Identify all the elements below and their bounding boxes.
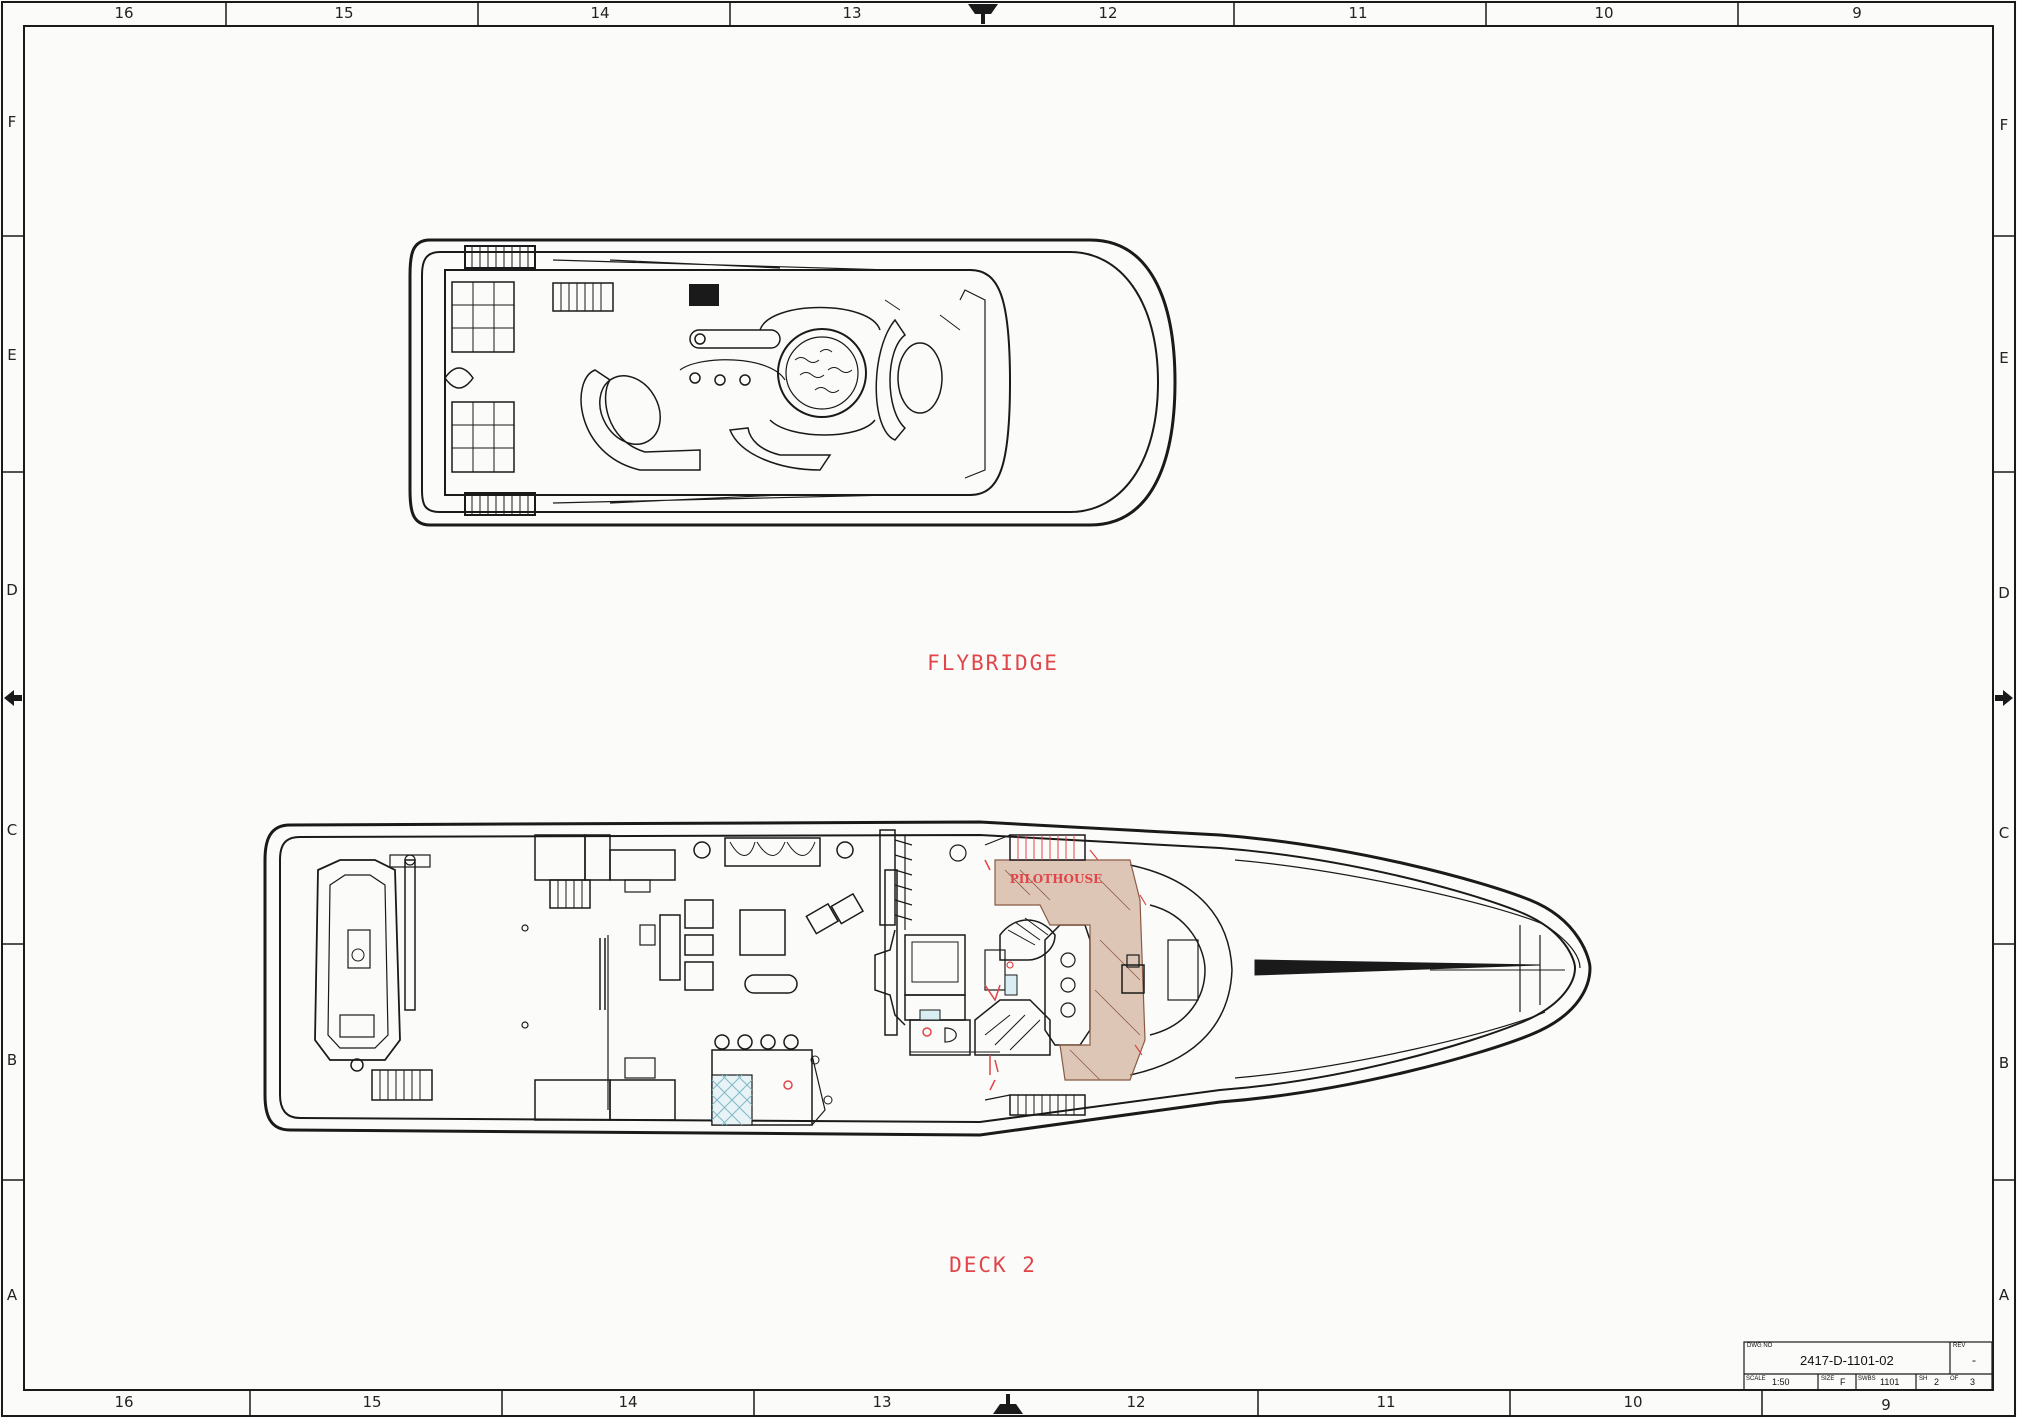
deck2-plan: [263, 820, 1592, 1137]
zone-top-9: 9: [1852, 4, 1862, 22]
zone-bottom-11: 11: [1376, 1393, 1396, 1411]
zone-left-A: A: [6, 1286, 18, 1304]
scale-value: 1:50: [1772, 1377, 1790, 1387]
zone-bottom-14: 14: [618, 1393, 638, 1411]
zone-top-15: 15: [334, 4, 354, 22]
drawing-number: 2417-D-1101-02: [1800, 1353, 1894, 1368]
zone-right-F: F: [1999, 116, 2009, 134]
dwg-no-caption: DWG NO: [1747, 1343, 1773, 1349]
flybridge-jacuzzi: [777, 328, 867, 418]
zone-bottom-12: 12: [1126, 1393, 1146, 1411]
scale-caption: SCALE: [1746, 1376, 1766, 1382]
zone-top-10: 10: [1594, 4, 1614, 22]
zone-right-C: C: [1998, 824, 2010, 842]
zone-left-E: E: [7, 346, 17, 364]
zone-bottom-9: 9: [1881, 1396, 1891, 1414]
zone-bottom-15: 15: [362, 1393, 382, 1411]
zone-right-A: A: [1998, 1286, 2010, 1304]
zone-top-11: 11: [1348, 4, 1368, 22]
zone-top-14: 14: [590, 4, 610, 22]
sheet-total: 3: [1970, 1377, 1976, 1387]
size-value: F: [1840, 1377, 1846, 1387]
of-caption: OF: [1950, 1376, 1959, 1382]
zone-left-B: B: [6, 1051, 18, 1069]
zone-right-E: E: [1999, 349, 2009, 367]
pilothouse-floor: [994, 859, 1146, 1081]
title-block: [1743, 1341, 1993, 1391]
swbs-caption: SWBS: [1858, 1376, 1876, 1382]
zone-right-D: D: [1998, 584, 2010, 602]
zone-left-F: F: [7, 113, 17, 131]
zone-bottom-13: 13: [872, 1393, 892, 1411]
revision: -: [1972, 1353, 1976, 1367]
zone-right-B: B: [1998, 1054, 2010, 1072]
deck2-title: DECK 2: [949, 1253, 1037, 1277]
pilothouse-label: PILOTHOUSE: [1010, 872, 1103, 886]
zone-bottom-10: 10: [1623, 1393, 1643, 1411]
zone-top-16: 16: [114, 4, 134, 22]
sheet-number: 2: [1934, 1377, 1940, 1387]
zone-top-12: 12: [1098, 4, 1118, 22]
size-caption: SIZE: [1821, 1376, 1835, 1382]
drawing-frame: [23, 25, 1994, 1391]
swbs-value: 1101: [1880, 1377, 1900, 1387]
flybridge-plan: [408, 238, 1177, 527]
center-arrow-icon: [4, 4, 2013, 1414]
sheet-caption: SH: [1919, 1376, 1928, 1382]
zone-top-13: 13: [842, 4, 862, 22]
zone-left-C: C: [6, 821, 18, 839]
zone-left-D: D: [6, 581, 18, 599]
rev-caption: REV: [1953, 1343, 1966, 1349]
zone-bottom-16: 16: [114, 1393, 134, 1411]
flybridge-title: FLYBRIDGE: [927, 651, 1059, 675]
